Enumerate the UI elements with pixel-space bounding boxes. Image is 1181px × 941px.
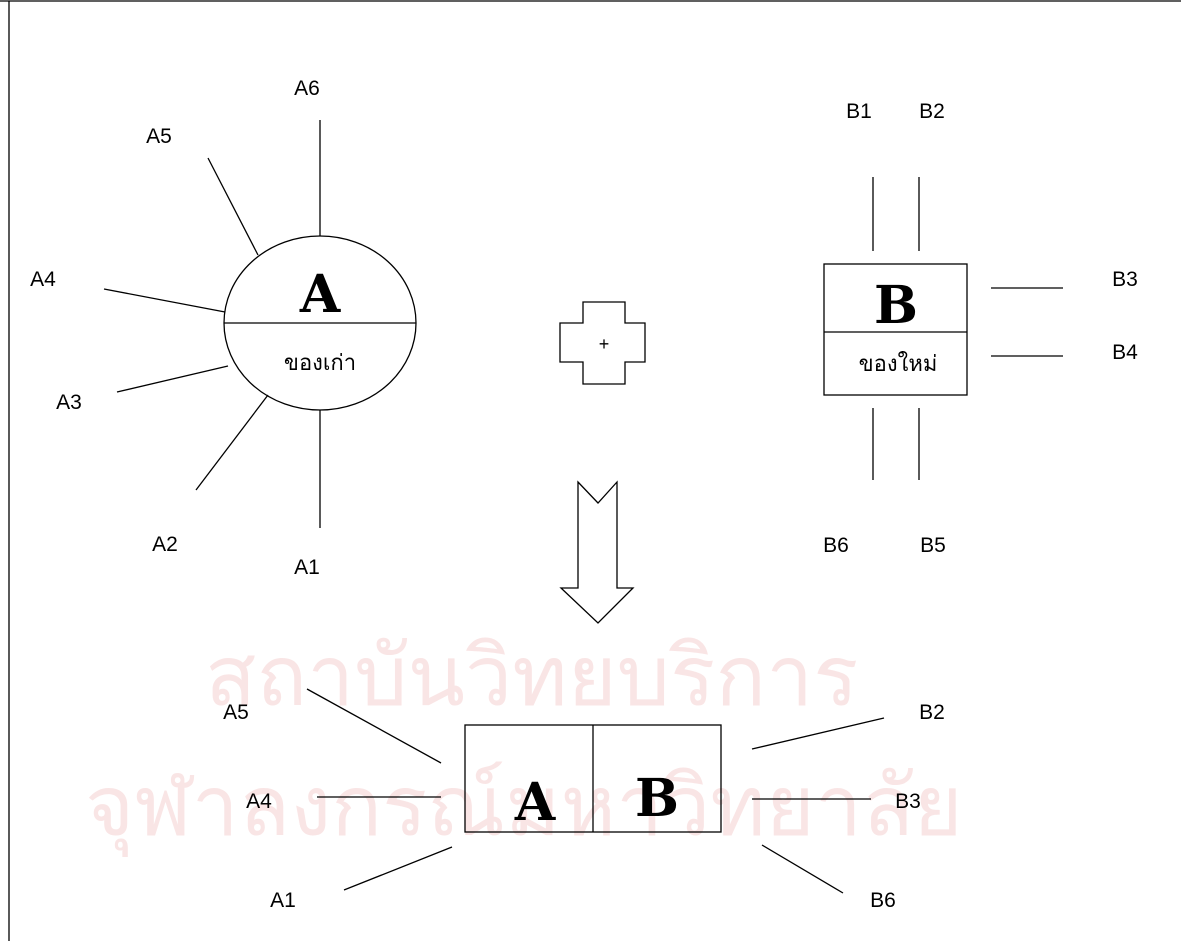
watermark-line-1: สถาบันวิทยบริการ	[205, 627, 858, 725]
attribute-label-a1: A1	[294, 556, 320, 579]
attribute-line-a4	[103, 288, 226, 313]
attribute-label-b6: B6	[823, 534, 849, 557]
object-a: A ของเก่า A6 A5 A4 A3 A2 A1	[30, 77, 417, 579]
object-b-caption: ของใหม่	[859, 351, 938, 377]
attribute-label-a3: A3	[56, 391, 82, 414]
attribute-label-a6: A6	[294, 77, 320, 100]
down-arrow-icon	[559, 480, 635, 624]
attribute-label-a5: A5	[146, 125, 172, 148]
result-label-b3: B3	[895, 790, 921, 813]
object-b: B ของใหม่ B1 B2 B3 B4 B5 B6	[823, 100, 1138, 557]
result-label-a1: A1	[270, 889, 296, 912]
result-label-a4: A4	[246, 790, 272, 813]
result-line-a5	[306, 688, 442, 764]
attribute-line-a2	[195, 394, 269, 491]
watermark-line-2: จุฬาลงกรณ์มหาวิทยาลัย	[85, 757, 963, 858]
result-letter-a: A	[514, 772, 556, 833]
object-b-box	[823, 263, 968, 396]
result-line-b6	[761, 844, 844, 894]
result-label-b6: B6	[870, 889, 896, 912]
object-b-letter: B	[874, 275, 918, 336]
attribute-line-a5	[207, 157, 259, 256]
attribute-label-b1: B1	[846, 100, 872, 123]
plus-icon: +	[559, 301, 646, 385]
attribute-label-a2: A2	[152, 533, 178, 556]
result-line-a1	[343, 846, 453, 891]
attribute-label-b4: B4	[1112, 341, 1138, 364]
attribute-line-a3	[116, 365, 229, 393]
plus-symbol: +	[599, 334, 610, 354]
result-label-a5: A5	[223, 701, 249, 724]
object-a-caption: ของเก่า	[284, 351, 356, 376]
result-label-b2: B2	[919, 701, 945, 724]
object-a-letter: A	[299, 264, 341, 325]
attribute-label-b3: B3	[1112, 268, 1138, 291]
result-letter-b: B	[635, 768, 679, 829]
watermark: สถาบันวิทยบริการ จุฬาลงกรณ์มหาวิทยาลัย	[85, 627, 963, 858]
attribute-label-b5: B5	[920, 534, 946, 557]
result-line-b2	[751, 717, 885, 750]
result-object: A B A5 A4 A1 B2 B3 B6	[223, 688, 945, 912]
attribute-label-a4: A4	[30, 268, 56, 291]
attribute-label-b2: B2	[919, 100, 945, 123]
